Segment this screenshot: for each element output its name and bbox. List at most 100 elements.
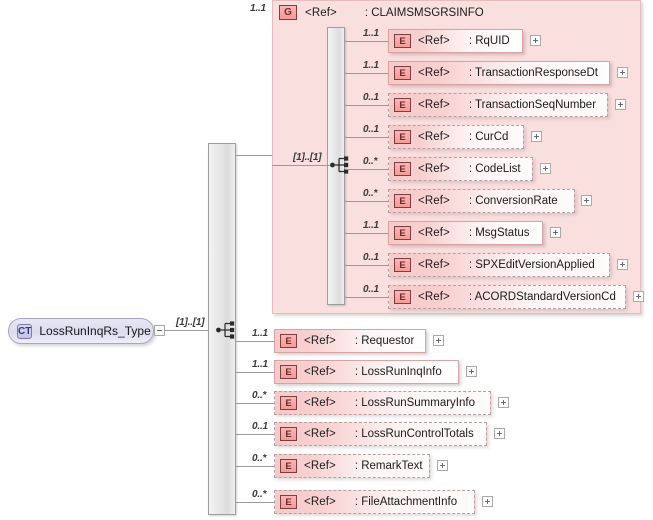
- connector-line-group-child-6: [345, 233, 388, 234]
- element-name-text: : ACORDStandardVersionCd: [468, 291, 616, 303]
- root-node-label: LossRunInqRs_Type: [39, 324, 151, 338]
- cardinality-group-child-7: 0..1: [363, 252, 379, 263]
- element-ref-text: <Ref>: [418, 35, 450, 47]
- element-node-acordstandardversioncd[interactable]: E <Ref> : ACORDStandardVersionCd: [388, 285, 626, 309]
- cardinality-group-child-6: 1..1: [363, 220, 379, 231]
- expander-lossruninqinfo[interactable]: [466, 366, 477, 377]
- element-ref-text: <Ref>: [418, 291, 450, 303]
- element-ref-text: <Ref>: [304, 460, 336, 472]
- element-node-msgstatus[interactable]: E <Ref> : MsgStatus: [388, 221, 543, 245]
- element-name-text: : TransactionResponseDt: [468, 67, 598, 79]
- element-badge: E: [394, 162, 411, 176]
- element-ref-text: <Ref>: [418, 259, 450, 271]
- group-cardinality: 1..1: [250, 3, 266, 14]
- expander-transactionseqnumber[interactable]: [615, 99, 626, 110]
- expander-spxeditversionapplied[interactable]: [617, 259, 628, 270]
- element-node-spxeditversionapplied[interactable]: E <Ref> : SPXEditVersionApplied: [388, 253, 610, 277]
- expander-fileattachmentinfo[interactable]: [482, 496, 493, 507]
- cardinality-group-child-0: 1..1: [363, 28, 379, 39]
- connector-line-group-child-5: [345, 201, 388, 202]
- element-name-text: : LossRunInqInfo: [354, 366, 442, 378]
- root-node-lossruninqrs-type[interactable]: CT LossRunInqRs_Type: [8, 318, 154, 344]
- connector-line-element-3: [236, 434, 274, 435]
- element-node-transactionseqnumber[interactable]: E <Ref> : TransactionSeqNumber: [388, 93, 608, 117]
- element-name-text: : ConversionRate: [468, 195, 558, 207]
- element-badge: E: [394, 258, 411, 272]
- element-ref-text: <Ref>: [418, 163, 450, 175]
- element-node-rquid[interactable]: E <Ref> : RqUID: [388, 29, 523, 53]
- connector-line-element-2: [236, 403, 274, 404]
- expander-rquid[interactable]: [530, 35, 541, 46]
- element-node-codelist[interactable]: E <Ref> : CodeList: [388, 157, 533, 181]
- cardinality-group-child-2: 0..1: [363, 92, 379, 103]
- expander-codelist[interactable]: [540, 163, 551, 174]
- expander-remarktext[interactable]: [437, 460, 448, 471]
- connector-line-group-child-8: [345, 297, 388, 298]
- element-ref-text: <Ref>: [304, 397, 336, 409]
- element-node-lossruncontroltotals[interactable]: E <Ref> : LossRunControlTotals: [274, 422, 487, 446]
- element-ref-text: <Ref>: [304, 335, 336, 347]
- group-inner-connector-line: [272, 165, 330, 166]
- expander-conversionrate[interactable]: [581, 195, 592, 206]
- element-badge: E: [280, 334, 297, 348]
- cardinality-group-child-5: 0..*: [363, 188, 378, 199]
- expander-lossrunsummaryinfo[interactable]: [498, 397, 509, 408]
- element-badge: E: [394, 226, 411, 240]
- element-node-curcd[interactable]: E <Ref> : CurCd: [388, 125, 524, 149]
- element-badge: E: [394, 98, 411, 112]
- group-name-text: : CLAIMSMSGRSINFO: [364, 6, 484, 19]
- connector-line-element-5: [236, 502, 274, 503]
- connector-line-group-child-7: [345, 265, 388, 266]
- element-node-remarktext[interactable]: E <Ref> : RemarkText: [274, 454, 430, 478]
- cardinality-group-child-4: 0..*: [363, 156, 378, 167]
- connector-line-group-child-2: [345, 105, 388, 106]
- element-ref-text: <Ref>: [418, 195, 450, 207]
- sequence-connector-icon-group: [330, 156, 349, 174]
- element-ref-text: <Ref>: [418, 131, 450, 143]
- expander-msgstatus[interactable]: [550, 227, 561, 238]
- element-badge: E: [394, 34, 411, 48]
- element-name-text: : CurCd: [468, 131, 509, 143]
- element-node-lossrunsummaryinfo[interactable]: E <Ref> : LossRunSummaryInfo: [274, 391, 491, 415]
- connector-line-element-0: [236, 341, 274, 342]
- connector-line-group-child-4: [345, 169, 388, 170]
- cardinality-group-child-8: 0..1: [363, 284, 379, 295]
- element-ref-text: <Ref>: [418, 67, 450, 79]
- element-badge: E: [394, 66, 411, 80]
- element-node-lossruninqinfo[interactable]: E <Ref> : LossRunInqInfo: [274, 360, 459, 384]
- element-node-conversionrate[interactable]: E <Ref> : ConversionRate: [388, 189, 575, 213]
- element-badge: E: [280, 459, 297, 473]
- element-name-text: : SPXEditVersionApplied: [468, 259, 595, 271]
- element-node-fileattachmentinfo[interactable]: E <Ref> : FileAttachmentInfo: [274, 490, 475, 514]
- connector-line-element-4: [236, 466, 274, 467]
- element-ref-text: <Ref>: [304, 366, 336, 378]
- expander-root-collapse[interactable]: [154, 325, 165, 336]
- element-name-text: : Requestor: [354, 335, 415, 347]
- group-badge: G: [279, 5, 297, 20]
- connector-line-group-child-1: [345, 73, 388, 74]
- element-name-text: : MsgStatus: [468, 227, 530, 239]
- element-name-text: : TransactionSeqNumber: [468, 99, 597, 111]
- cardinality-group-child-3: 0..1: [363, 124, 379, 135]
- element-node-requestor[interactable]: E <Ref> : Requestor: [274, 329, 426, 353]
- complextype-badge: CT: [17, 323, 33, 339]
- element-node-transactionresponsedt[interactable]: E <Ref> : TransactionResponseDt: [388, 61, 610, 85]
- element-name-text: : LossRunSummaryInfo: [354, 397, 475, 409]
- element-ref-text: <Ref>: [304, 428, 336, 440]
- expander-requestor[interactable]: [433, 335, 444, 346]
- connector-line-to-group: [236, 155, 272, 156]
- expander-acordstandardversioncd[interactable]: [633, 291, 644, 302]
- connector-line-group-child-0: [345, 41, 388, 42]
- element-ref-text: <Ref>: [418, 227, 450, 239]
- cardinality-element-3: 0..1: [252, 421, 268, 432]
- expander-curcd[interactable]: [531, 131, 542, 142]
- expander-lossruncontroltotals[interactable]: [494, 428, 505, 439]
- cardinality-element-5: 0..*: [252, 489, 267, 500]
- element-ref-text: <Ref>: [418, 99, 450, 111]
- root-connector-line: [165, 330, 220, 331]
- element-badge: E: [280, 396, 297, 410]
- expander-transactionresponsedt[interactable]: [617, 67, 628, 78]
- element-name-text: : RemarkText: [354, 460, 423, 472]
- cardinality-element-1: 1..1: [252, 359, 268, 370]
